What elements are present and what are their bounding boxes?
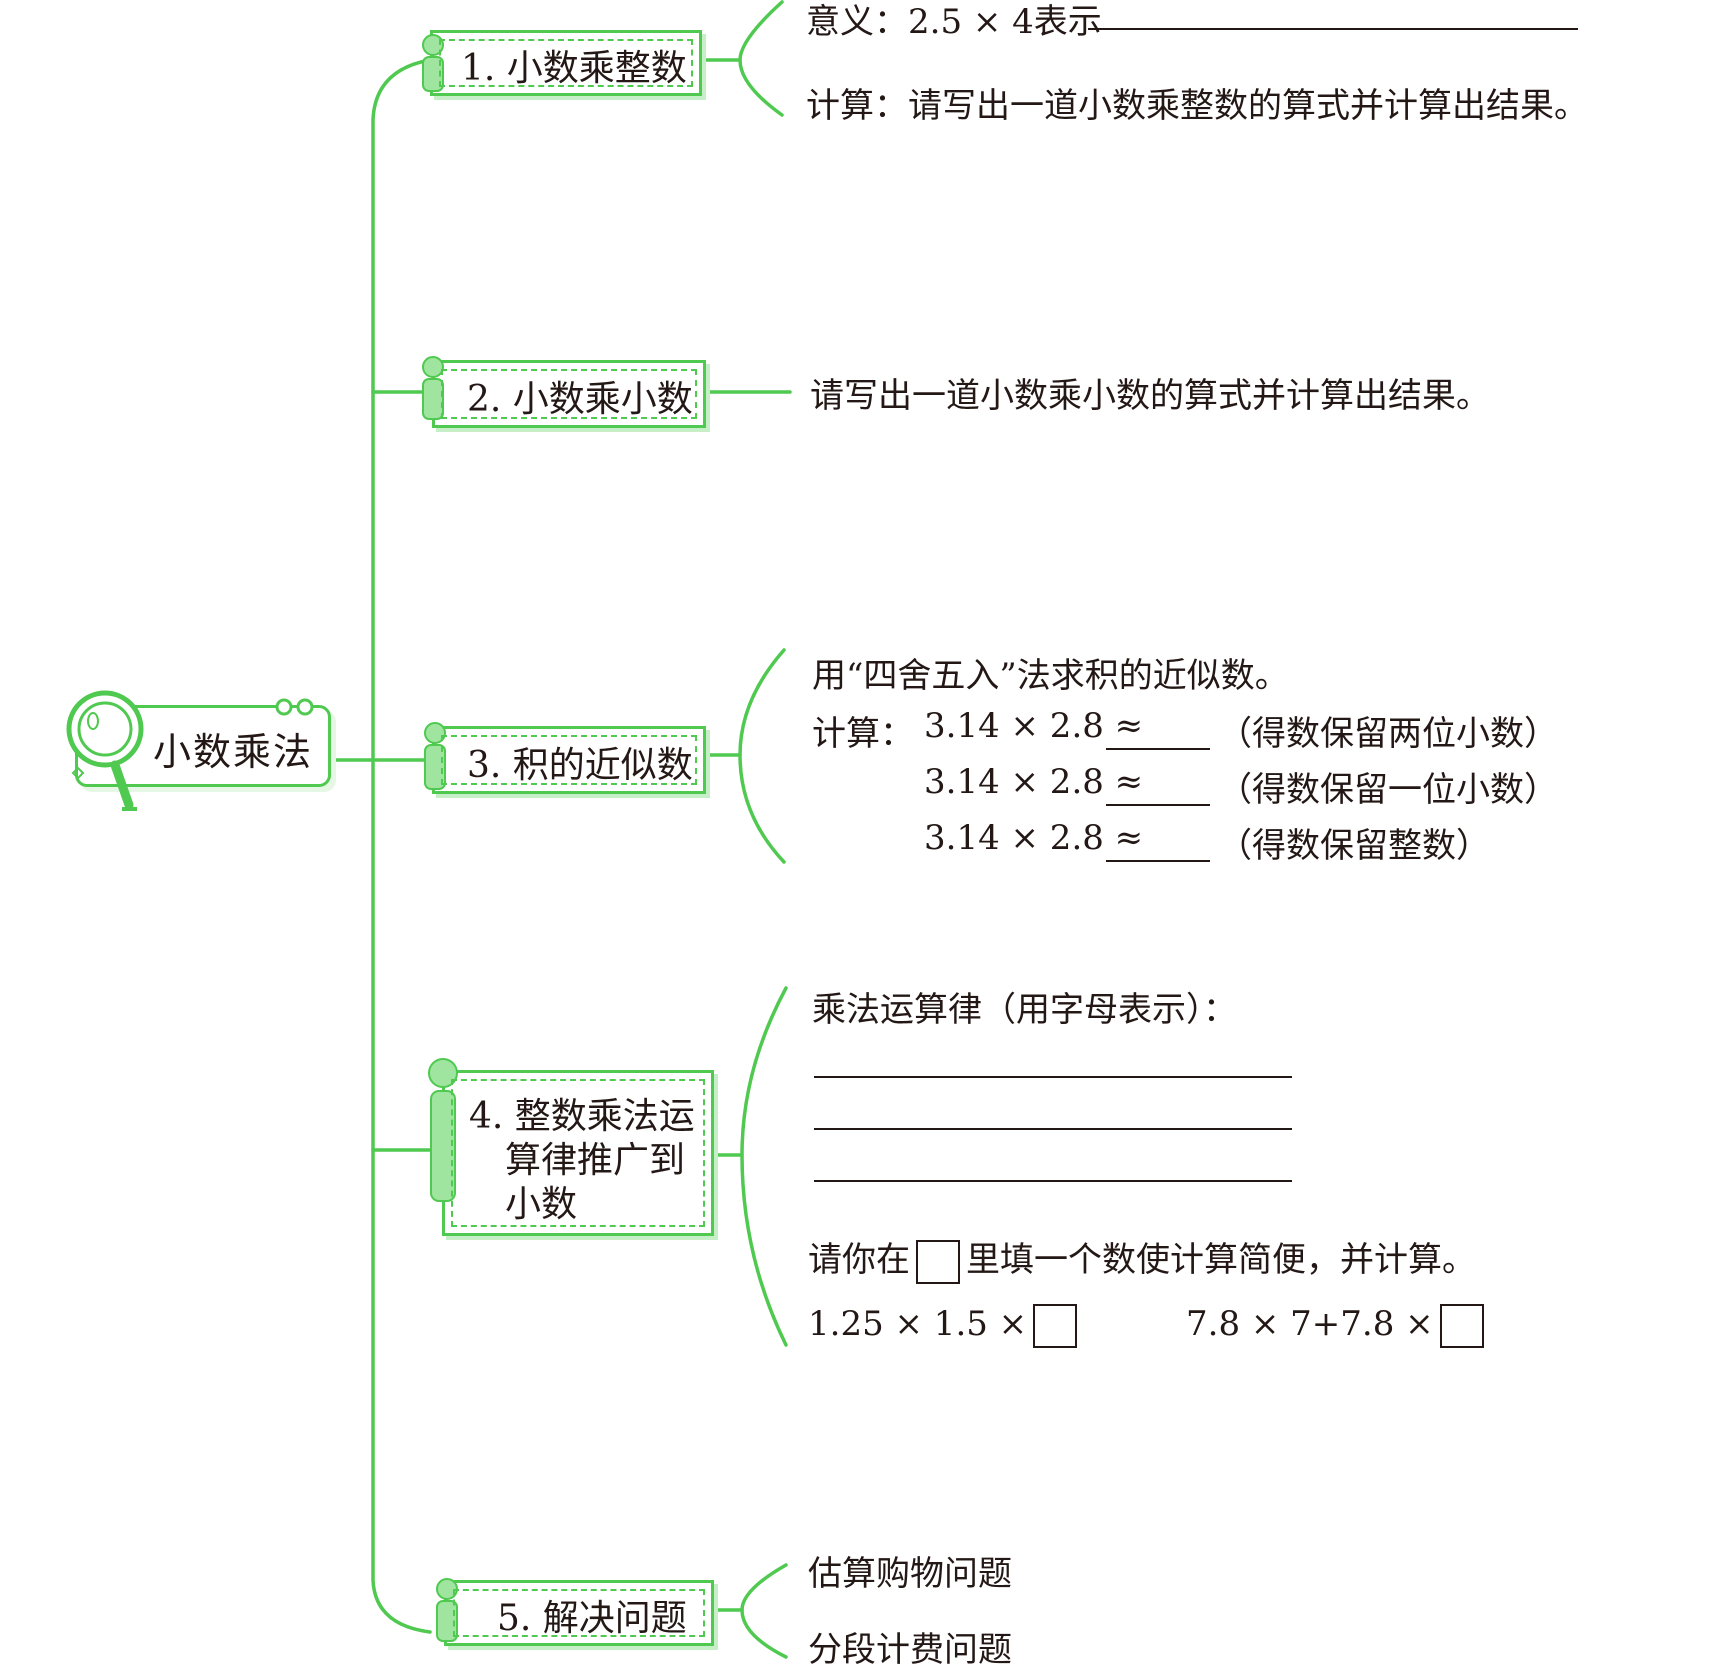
calc-prefix: 计算： [812, 714, 914, 754]
root-node: 小数乘法 [66, 690, 331, 811]
root-title: 小数乘法 [153, 730, 314, 774]
calc-task-1: 计算：请写出一道小数乘整数的算式并计算出结果。 [806, 86, 1588, 126]
problem-item-2: 分段计费问题 [808, 1630, 1012, 1670]
branch-node-3: 3. 积的近似数 [424, 722, 706, 794]
cartoon-character-icon [436, 1578, 458, 1642]
simplify-expr-2: 7.8 × 7+7.8 × [1186, 1304, 1490, 1348]
branch-label-4-line-3: 小数 [505, 1184, 578, 1225]
answer-line-meaning [1088, 28, 1578, 30]
branch-node-4: 4. 整数乘法运 算律推广到 小数 [428, 1058, 714, 1236]
answer-line-law-2 [814, 1128, 1292, 1130]
branch-label-3: 3. 积的近似数 [467, 745, 693, 786]
approx-note-3: （得数保留整数） [1218, 826, 1490, 866]
answer-blank-1 [1106, 748, 1210, 750]
simplify-expr-2-text: 7.8 × 7+7.8 × [1186, 1304, 1434, 1344]
answer-line-law-3 [814, 1180, 1292, 1182]
branch-node-1: 1. 小数乘整数 [422, 30, 702, 96]
answer-blank-3 [1106, 860, 1210, 862]
simplify-expr-1: 1.25 × 1.5 × [808, 1304, 1083, 1348]
fill-box-1[interactable] [1033, 1304, 1078, 1348]
approx-expr-2: 3.14 × 2.8 ≈ [924, 762, 1144, 802]
magnifier-icon [66, 690, 144, 811]
cartoon-character-icon [422, 34, 444, 92]
fill-box-2[interactable] [1439, 1304, 1484, 1348]
meaning-text: 意义：2.5 × 4表示 [806, 2, 1102, 42]
branch-label-1: 1. 小数乘整数 [461, 48, 687, 89]
approx-intro: 用“四舍五入”法求积的近似数。 [812, 656, 1289, 696]
fill-instruction-a: 请你在 [808, 1240, 910, 1280]
cartoon-character-icon [422, 356, 444, 420]
bubble-dots-icon [275, 698, 314, 716]
branch-node-5: 5. 解决问题 [436, 1578, 714, 1646]
task-2: 请写出一道小数乘小数的算式并计算出结果。 [810, 376, 1490, 416]
approx-note-2: （得数保留一位小数） [1218, 770, 1558, 810]
fill-box-sample [916, 1240, 960, 1284]
problem-item-1: 估算购物问题 [808, 1554, 1012, 1594]
approx-expr-1: 3.14 × 2.8 ≈ [924, 706, 1144, 746]
cartoon-character-icon [428, 1058, 458, 1202]
branch-label-2: 2. 小数乘小数 [467, 379, 693, 420]
approx-note-1: （得数保留两位小数） [1218, 714, 1558, 754]
branch-node-2: 2. 小数乘小数 [422, 356, 706, 428]
branch-label-5: 5. 解决问题 [497, 1598, 687, 1639]
law-title: 乘法运算律（用字母表示）： [812, 990, 1237, 1030]
branch-label-4-line-1: 4. 整数乘法运 [469, 1096, 695, 1137]
fill-instruction-b: 里填一个数使计算简便，并计算。 [966, 1240, 1476, 1280]
approx-expr-3: 3.14 × 2.8 ≈ [924, 818, 1144, 858]
answer-line-law-1 [814, 1076, 1292, 1078]
answer-blank-2 [1106, 804, 1210, 806]
simplify-expr-1-text: 1.25 × 1.5 × [808, 1304, 1028, 1344]
fill-instruction: 请你在 里填一个数使计算简便，并计算。 [808, 1232, 1476, 1284]
branch-label-4-line-2: 算律推广到 [505, 1140, 686, 1181]
cartoon-character-icon [424, 722, 446, 790]
